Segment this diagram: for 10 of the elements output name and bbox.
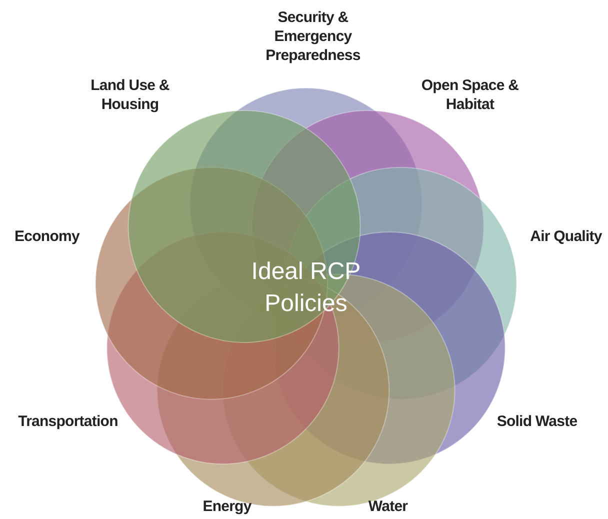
circle-label: Security & Emergency Preparedness: [264, 8, 362, 64]
circle-label: Open Space & Habitat: [420, 76, 520, 115]
circle-label: Economy: [14, 226, 81, 246]
circle-label: Transportation: [17, 412, 119, 432]
circle-label: Energy: [202, 496, 252, 516]
circle-label: Land Use & Housing: [90, 76, 170, 115]
circle-label: Air Quality: [529, 226, 603, 246]
circle-label: Solid Waste: [496, 412, 578, 432]
circle-label: Water: [367, 496, 409, 516]
center-label: Ideal RCP Policies: [250, 257, 362, 319]
